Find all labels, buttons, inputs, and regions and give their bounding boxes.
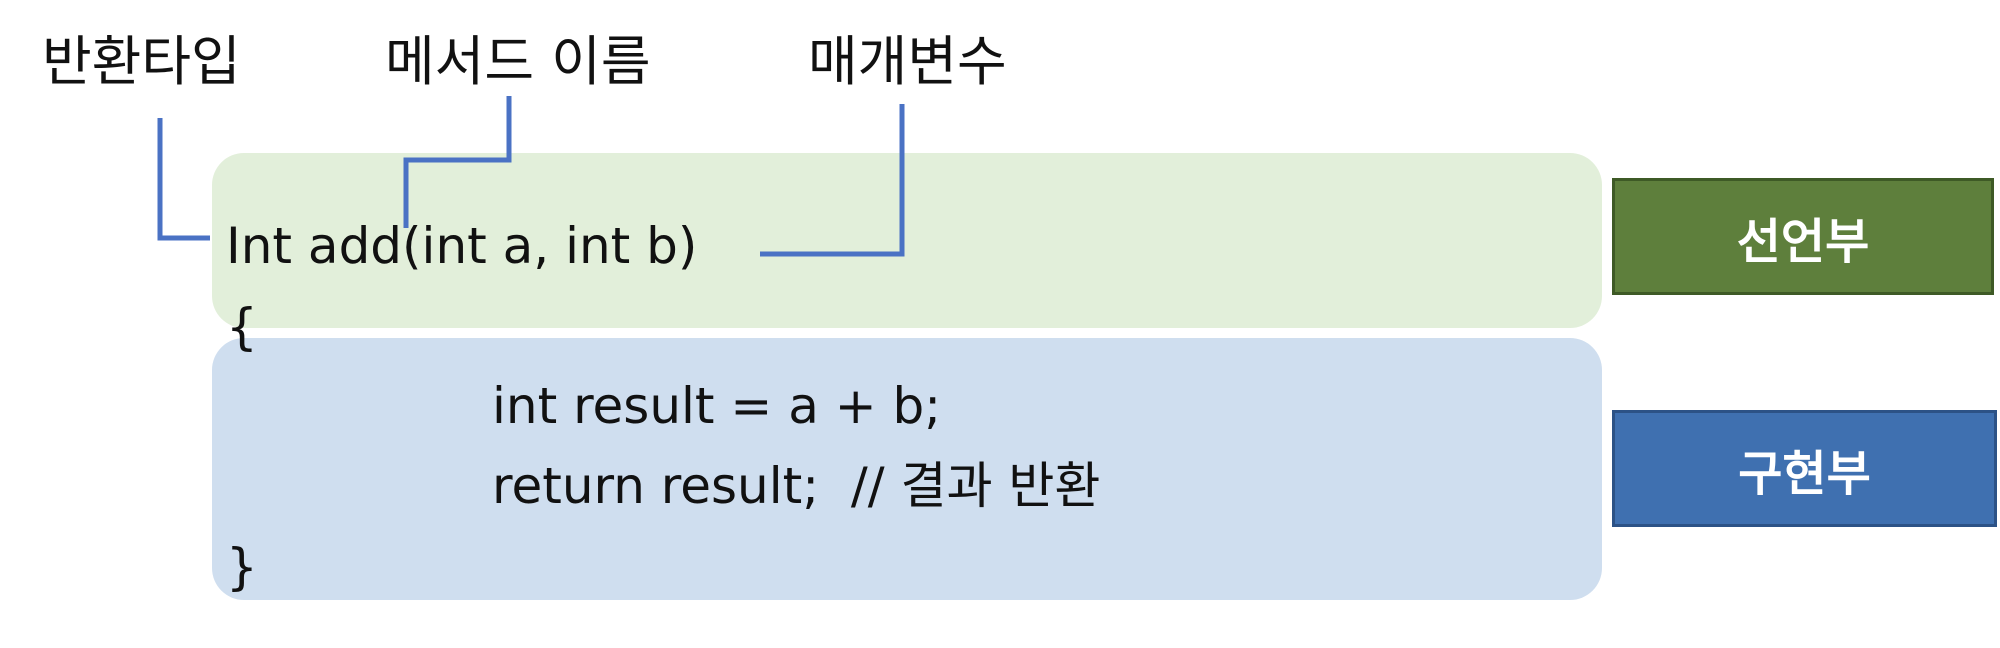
method-signature: Int add(int a, int b): [226, 217, 698, 275]
method-name-label: 메서드 이름: [385, 30, 651, 93]
implementation-region: [212, 338, 1602, 600]
declaration-part-box: 선언부: [1612, 178, 1994, 295]
return-type-connector: [157, 118, 210, 241]
code-line-result: int result = a + b;: [492, 377, 942, 435]
open-brace: {: [226, 298, 258, 356]
parameters-label: 매개변수: [808, 30, 1007, 93]
return-type-label: 반환타입: [42, 30, 241, 93]
parameters-connector: [760, 104, 905, 257]
method-name-connector: [403, 96, 512, 228]
code-line-return: return result; // 결과 반환: [492, 457, 1101, 515]
implementation-part-box: 구현부: [1612, 410, 1997, 527]
close-brace: }: [226, 538, 258, 596]
declaration-region: [212, 153, 1602, 328]
